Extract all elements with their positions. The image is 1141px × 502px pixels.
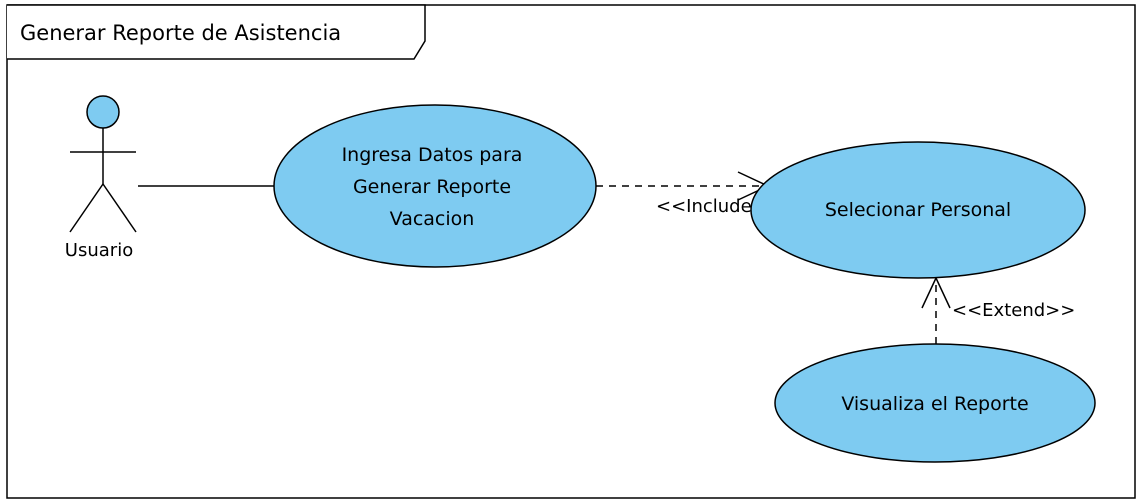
- actor-label: Usuario: [65, 240, 133, 261]
- use-case-selecionar-personal[interactable]: Selecionar Personal: [750, 141, 1086, 279]
- use-case-selecionar-label: Selecionar Personal: [825, 199, 1011, 221]
- frame-title-tab: [7, 4, 426, 60]
- use-case-ingresa-datos[interactable]: Ingresa Datos para Generar Reporte Vacac…: [273, 104, 597, 268]
- use-case-ingresa-line-3: Vacacion: [390, 208, 475, 230]
- use-case-selecionar-ellipse: [750, 141, 1086, 279]
- actor-right-leg: [102, 183, 137, 233]
- actor-head: [86, 95, 120, 129]
- use-case-ingresa-ellipse: [273, 104, 597, 268]
- extend-label: <<Extend>>: [952, 300, 1075, 321]
- frame-title: Generar Reporte de Asistencia: [20, 21, 341, 45]
- actor-usuario[interactable]: Usuario: [65, 95, 137, 261]
- use-case-visualiza-label: Visualiza el Reporte: [841, 393, 1028, 415]
- use-case-ingresa-line-2: Generar Reporte: [353, 176, 511, 198]
- actor-left-leg: [69, 183, 104, 233]
- use-case-visualiza-reporte[interactable]: Visualiza el Reporte: [774, 343, 1096, 463]
- use-case-visualiza-ellipse: [774, 343, 1096, 463]
- use-case-ingresa-line-1: Ingresa Datos para: [342, 144, 523, 166]
